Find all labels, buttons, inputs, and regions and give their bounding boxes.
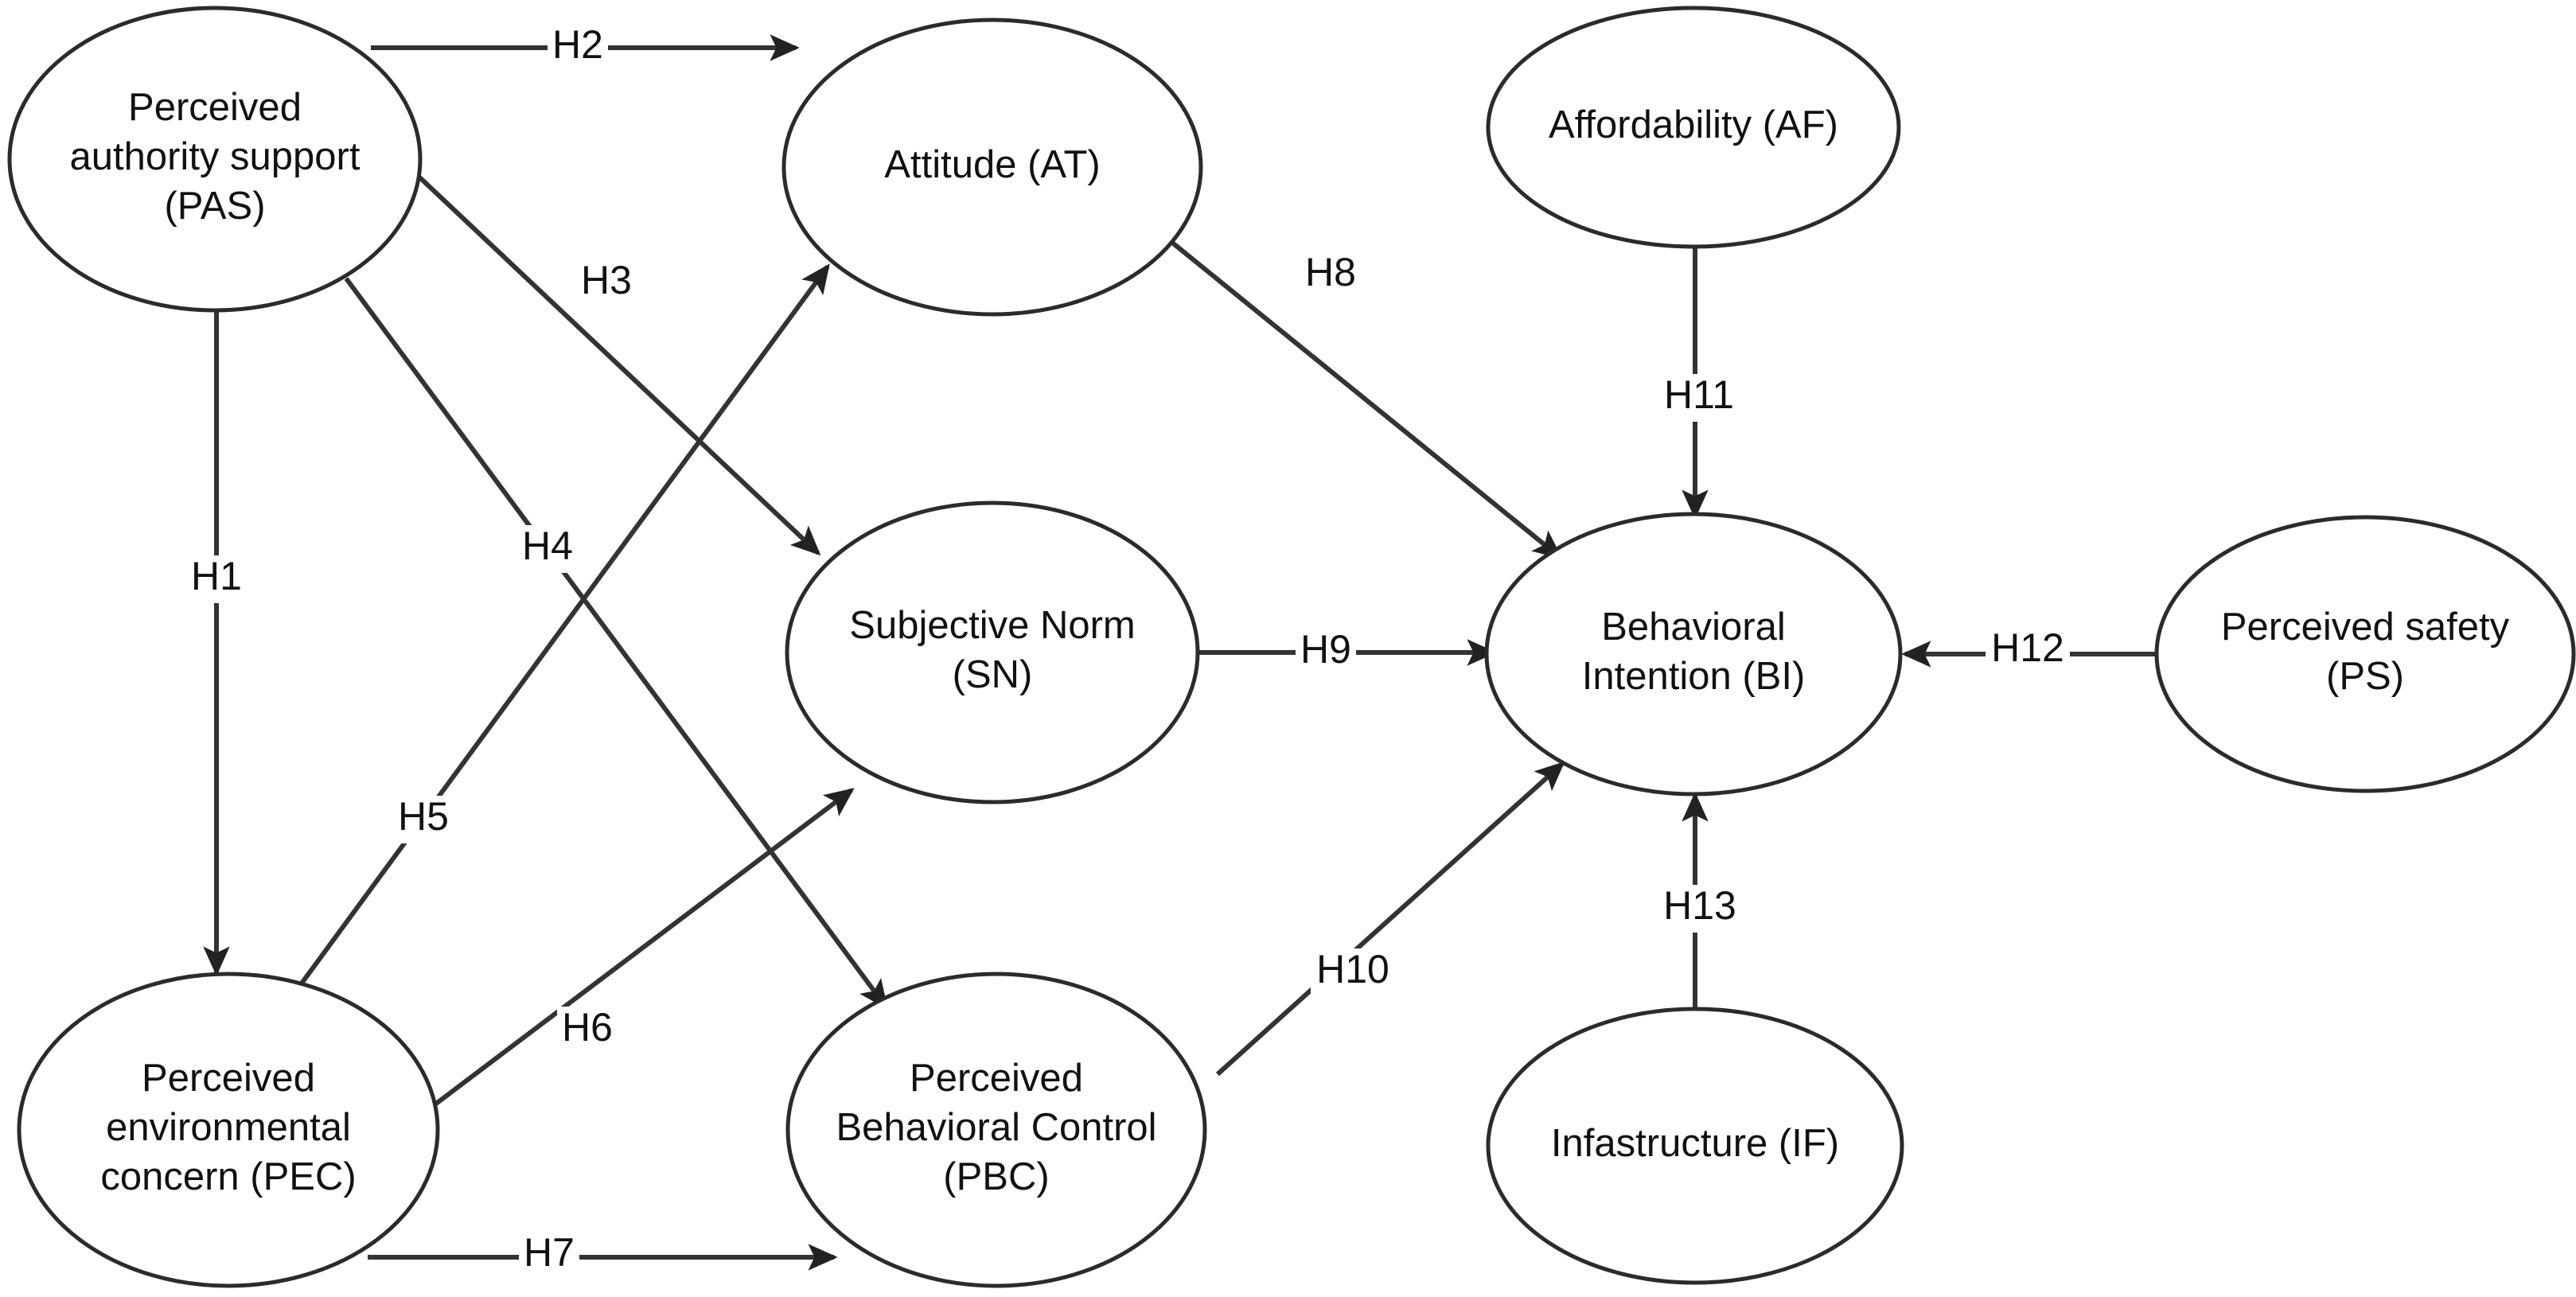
edge-line-h6 [428, 788, 855, 1111]
edge-label-backdrop [576, 259, 637, 307]
edge-label-backdrop [517, 525, 578, 573]
node-label-line: Subjective Norm [849, 604, 1135, 647]
node-ellipse-sn [785, 500, 1200, 804]
node-if[interactable]: Infastructure (IF) [1486, 1007, 1904, 1285]
node-pas[interactable]: Perceived authority support (PAS) [7, 6, 423, 313]
edge-label-h5: H5 [398, 794, 449, 839]
node-label-line: environmental [106, 1106, 351, 1149]
edge-label-group-h11: H11 [1657, 372, 1741, 422]
edge-label-h3: H3 [581, 258, 632, 302]
edge-label-h2: H2 [552, 22, 603, 67]
edge-label-backdrop [1658, 885, 1742, 933]
edge-label-group-h12: H12 [1986, 625, 2070, 675]
node-ellipse-at [781, 18, 1203, 317]
edge-label-group-h1: H1 [186, 554, 247, 603]
node-ellipse-pbc [785, 972, 1207, 1288]
node-sn[interactable]: Subjective Norm (SN) [785, 500, 1200, 804]
node-label-line: (PBC) [943, 1155, 1049, 1198]
node-label-line: Affordability (AF) [1549, 103, 1838, 146]
node-label-line: Attitude (AT) [884, 143, 1100, 186]
edge-label-backdrop [1657, 374, 1741, 422]
edge-label-group-h10: H10 [1311, 947, 1395, 996]
edge-h10 [1215, 761, 1565, 1077]
edge-label-group-h2: H2 [548, 22, 608, 72]
node-label-if: Infastructure (IF) [1551, 1122, 1839, 1165]
edge-label-h9: H9 [1300, 627, 1351, 672]
node-label-line: concern (PEC) [100, 1155, 356, 1198]
edge-label-group-h9: H9 [1296, 627, 1356, 676]
edge-label-backdrop [557, 1007, 618, 1054]
node-label-line: Intention (BI) [1582, 655, 1806, 698]
node-ellipse-if [1486, 1007, 1904, 1285]
edge-label-h1: H1 [191, 554, 242, 598]
node-ps[interactable]: Perceived safety (PS) [2154, 515, 2576, 793]
edge-h6 [428, 788, 855, 1111]
edge-line-h5 [292, 263, 830, 995]
node-label-pec: Perceived environmental concern (PEC) [100, 1057, 356, 1198]
node-label-line: Perceived [910, 1057, 1083, 1100]
edge-h8 [1166, 236, 1563, 559]
edge-h4 [344, 277, 888, 1010]
node-label-ps: Perceived safety (PS) [2221, 606, 2510, 698]
edge-line-h4 [344, 277, 888, 1010]
edge-label-backdrop [1311, 948, 1395, 996]
node-label-af: Affordability (AF) [1549, 103, 1838, 146]
node-ellipse-ps [2154, 515, 2576, 793]
edge-label-h12: H12 [1991, 625, 2064, 670]
edge-label-h10: H10 [1316, 947, 1389, 991]
node-label-line: Behavioral Control [836, 1106, 1156, 1149]
edge-label-backdrop [1986, 627, 2070, 675]
edge-label-backdrop [393, 796, 454, 843]
edge-line-h8 [1166, 236, 1563, 559]
node-label-line: (PAS) [164, 185, 265, 228]
edge-label-group-h3: H3 [576, 258, 637, 307]
node-ellipse-bi [1484, 512, 1903, 797]
node-pec[interactable]: Perceived environmental concern (PEC) [17, 972, 440, 1288]
edge-line-h10 [1215, 761, 1565, 1077]
edge-line-h3 [398, 157, 821, 556]
edge-label-backdrop [1300, 251, 1361, 299]
edge-label-h6: H6 [562, 1005, 613, 1050]
edge-label-h4: H4 [522, 524, 573, 568]
node-label-line: authority support [70, 135, 360, 178]
node-label-pas: Perceived authority support (PAS) [70, 86, 360, 228]
node-label-at: Attitude (AT) [884, 143, 1100, 186]
node-af[interactable]: Affordability (AF) [1486, 6, 1901, 249]
edge-label-backdrop [548, 24, 608, 72]
node-ellipse-pec [17, 972, 440, 1288]
edge-label-group-h4: H4 [517, 524, 578, 573]
edge-label-group-h6: H6 [557, 1005, 618, 1054]
node-at[interactable]: Attitude (AT) [781, 18, 1203, 317]
node-label-line: Behavioral [1601, 606, 1786, 648]
edge-label-group-h7: H7 [519, 1230, 579, 1279]
node-ellipse-pas [7, 6, 423, 313]
edge-label-backdrop [519, 1232, 579, 1279]
node-label-line: Perceived [142, 1057, 315, 1100]
edge-h3 [398, 157, 821, 556]
edge-label-group-h5: H5 [393, 794, 454, 843]
edge-label-h11: H11 [1664, 372, 1734, 417]
edge-label-h13: H13 [1663, 883, 1736, 928]
node-label-line: Infastructure (IF) [1551, 1122, 1839, 1165]
nodes-layer: Perceived authority support (PAS) Attitude … [7, 6, 2576, 1288]
node-label-line: (PS) [2326, 655, 2404, 698]
node-label-line: Perceived safety [2221, 606, 2510, 648]
edge-label-group-h13: H13 [1658, 883, 1742, 933]
edge-h5 [292, 263, 830, 995]
edge-label-h8: H8 [1305, 250, 1356, 294]
edge-label-backdrop [1296, 629, 1356, 676]
edge-label-group-h8: H8 [1300, 250, 1361, 299]
edge-label-backdrop [186, 555, 247, 603]
node-label-line: Perceived [128, 86, 302, 129]
node-label-line: (SN) [953, 653, 1033, 696]
node-ellipse-af [1486, 6, 1901, 249]
edge-label-h7: H7 [524, 1230, 575, 1275]
node-label-sn: Subjective Norm (SN) [849, 604, 1135, 696]
